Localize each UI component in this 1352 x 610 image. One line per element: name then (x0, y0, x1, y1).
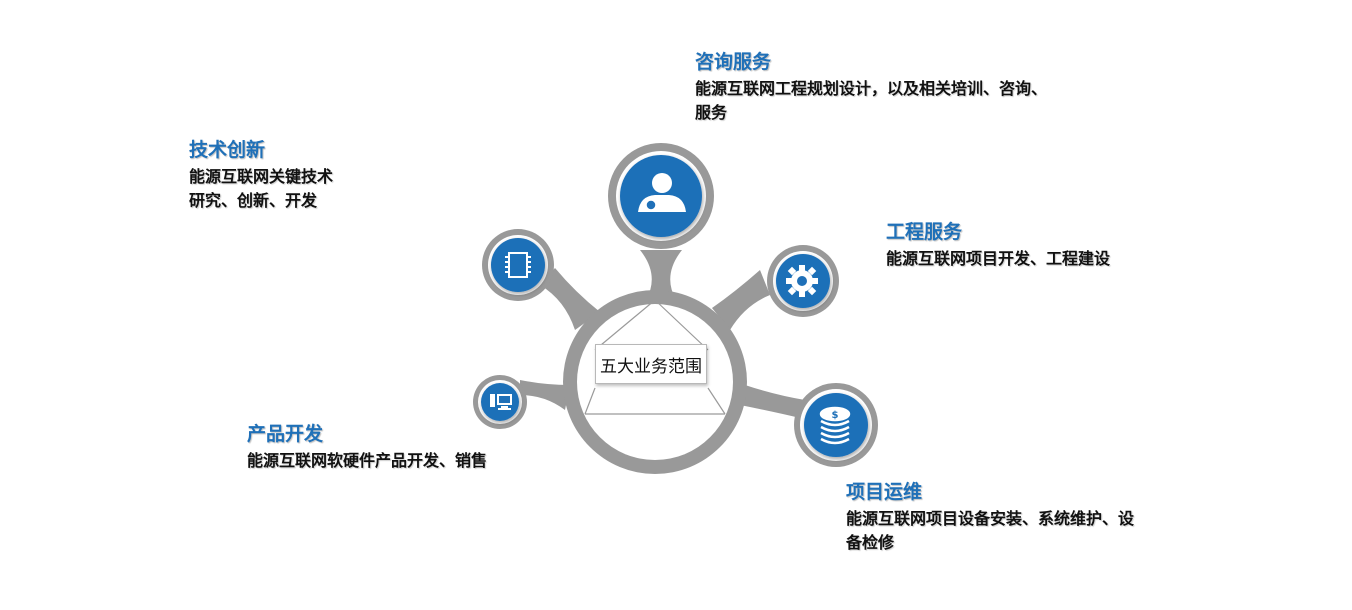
connector-chip (540, 268, 600, 330)
block-engineering: 工程服务 能源互联网项目开发、工程建设 (886, 220, 1110, 271)
block-operations-line-1: 能源互联网项目设备安装、系统维护、设 (846, 508, 1135, 528)
block-product-title: 产品开发 (247, 423, 324, 445)
node-tech (482, 229, 554, 301)
connector-computer (520, 380, 570, 410)
center-label: 五大业务范围 (595, 344, 707, 384)
connector-gear (712, 270, 770, 330)
connector-top (640, 250, 682, 300)
hub-connectors (520, 250, 805, 418)
hub-triangle (584, 299, 726, 415)
block-product: 产品开发 能源互联网软硬件产品开发、销售 (247, 422, 487, 473)
user-icon (638, 173, 686, 212)
block-tech-line-1: 能源互联网关键技术 (189, 166, 334, 186)
block-consulting-line-2: 服务 (695, 103, 728, 123)
block-tech-line-2: 研究、创新、开发 (189, 191, 318, 211)
node-consulting (608, 143, 714, 249)
coins-dollar-glyph: $ (832, 410, 839, 421)
gear-icon (786, 265, 818, 297)
node-operations: $ (794, 383, 878, 467)
block-consulting: 咨询服务 能源互联网工程规划设计，以及相关培训、咨询、 服务 (695, 50, 1047, 126)
block-operations-title: 项目运维 (846, 481, 923, 503)
coins-icon (819, 406, 851, 445)
block-product-line-1: 能源互联网软硬件产品开发、销售 (247, 450, 488, 470)
block-engineering-line-1: 能源互联网项目开发、工程建设 (886, 248, 1111, 268)
computer-icon (490, 394, 512, 410)
chip-icon (505, 252, 531, 278)
node-tech-blue (491, 238, 545, 292)
block-operations: 项目运维 能源互联网项目设备安装、系统维护、设 备检修 (846, 480, 1134, 556)
block-consulting-line-1: 能源互联网工程规划设计，以及相关培训、咨询、 (695, 78, 1048, 98)
block-engineering-title: 工程服务 (886, 221, 963, 243)
block-consulting-title: 咨询服务 (695, 51, 772, 73)
node-product (473, 375, 527, 429)
block-tech-title: 技术创新 (189, 139, 266, 161)
connector-coins (740, 385, 805, 418)
node-engineering (767, 245, 839, 317)
block-tech: 技术创新 能源互联网关键技术 研究、创新、开发 (189, 138, 333, 214)
block-operations-line-2: 备检修 (846, 533, 895, 553)
